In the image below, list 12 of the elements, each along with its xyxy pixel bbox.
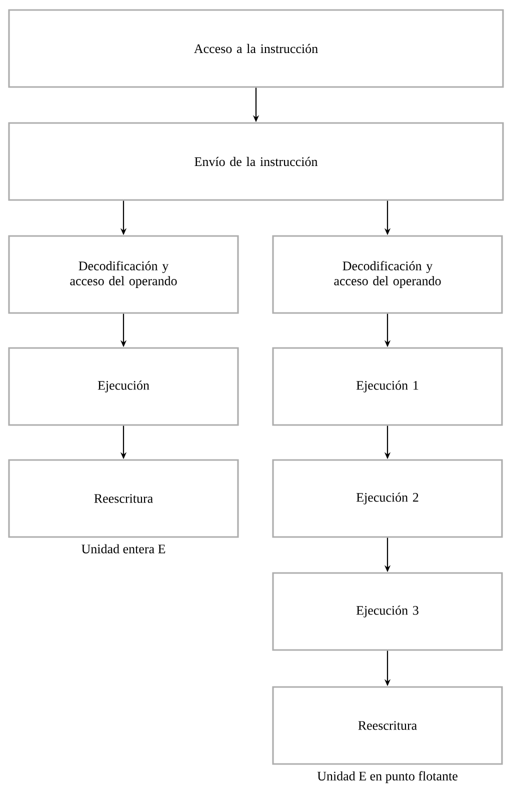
process-box: Ejecución 1 (272, 347, 503, 426)
process-box: Ejecución (8, 347, 239, 426)
process-box: Ejecución 3 (272, 572, 503, 651)
process-box: Acceso a la instrucción (8, 9, 504, 88)
unit-caption: Unidad E en punto flotante (317, 771, 458, 784)
process-box: Decodificación y acceso del operando (8, 235, 239, 314)
process-box: Reescritura (272, 686, 503, 765)
process-box: Reescritura (8, 459, 239, 538)
process-box: Envío de la instrucción (8, 122, 504, 201)
process-box: Decodificación y acceso del operando (272, 235, 503, 314)
unit-caption: Unidad entera E (82, 544, 166, 554)
process-box: Ejecución 2 (272, 459, 503, 538)
